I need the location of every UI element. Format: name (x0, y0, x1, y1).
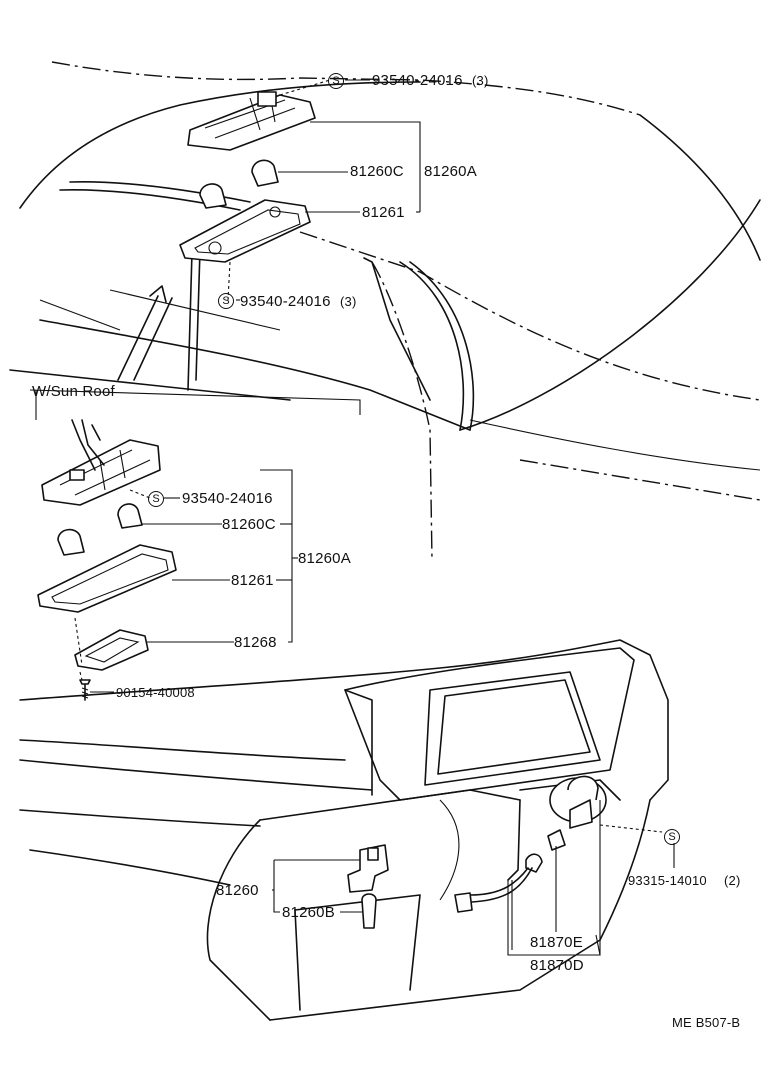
label-lower-screw-qty: (3) (340, 294, 357, 309)
label-upper-lens: 81261 (362, 204, 405, 221)
sunroof-cover (74, 629, 149, 671)
label-switch-e: 81870E (530, 934, 583, 951)
upper-lens (179, 199, 311, 263)
label-sunroof-lens: 81261 (231, 572, 274, 589)
screw-mark-sunroof: S (148, 491, 164, 507)
label-upper-screw-qty: (3) (472, 73, 489, 88)
label-upper-bulb: 81260C (350, 163, 404, 180)
label-sunroof-assembly: 81260A (298, 550, 351, 567)
drawing-code: ME B507-B (672, 1015, 741, 1030)
label-upper-screw: 93540-24016 (372, 72, 463, 89)
screw-mark-upper: S (328, 73, 344, 89)
sunroof-lens (37, 544, 177, 613)
sunroof-bulbs (57, 503, 143, 556)
label-sunroof-section: W/Sun Roof (32, 383, 115, 400)
label-sunroof-bulb: 81260C (222, 516, 276, 533)
upper-lamp-housing (187, 91, 316, 151)
label-switch-screw-qty: (2) (724, 873, 741, 888)
upper-bulb (199, 159, 279, 209)
screw-mark-lower: S (218, 293, 234, 309)
roof-outline (9, 61, 761, 561)
sunroof-arrows (117, 285, 173, 381)
trunk-lamp (347, 844, 389, 929)
courtesy-switch (454, 775, 663, 913)
label-lower-screw: 93540-24016 (240, 293, 331, 310)
lower-leader-lines (272, 800, 675, 956)
sunroof-bolt (79, 679, 91, 701)
label-switch-d: 81870D (530, 957, 584, 974)
label-trunk-lamp: 81260 (216, 882, 259, 899)
label-switch-screw: 93315-14010 (628, 873, 707, 888)
label-upper-assembly: 81260A (424, 163, 477, 180)
label-sunroof-screw: 93540-24016 (182, 490, 273, 507)
label-sunroof-cover: 81268 (234, 634, 277, 651)
screw-mark-switch: S (664, 829, 680, 845)
label-trunk-bulb: 81260B (282, 904, 335, 921)
label-sunroof-bolt: 90154-40008 (116, 685, 195, 700)
leader-lines (74, 79, 421, 693)
sunroof-lamp-housing (41, 419, 161, 506)
trunk-outline (19, 639, 669, 1021)
